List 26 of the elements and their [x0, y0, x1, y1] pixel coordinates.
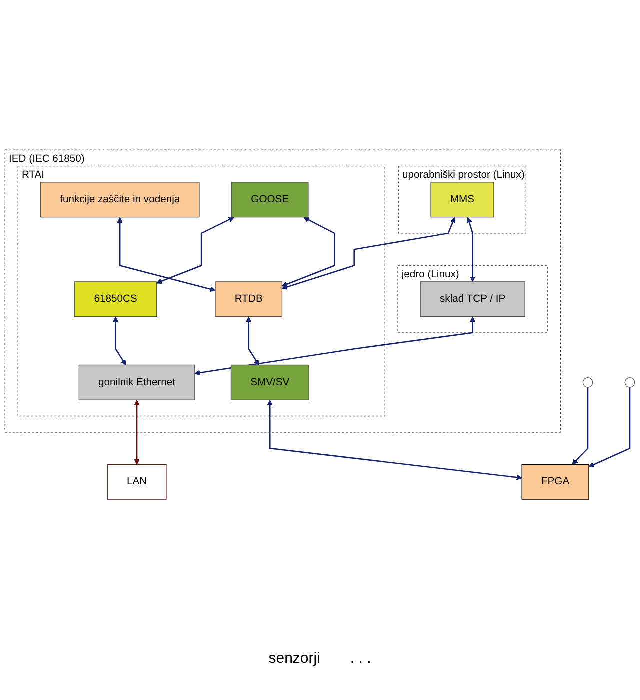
arrow: [267, 400, 522, 481]
note-text: . . .: [350, 650, 372, 667]
node-box: GOOSE: [231, 182, 309, 218]
arrow: [466, 217, 476, 282]
node-circle: [582, 378, 594, 388]
node-box: RTDB: [215, 282, 283, 318]
arrow: [112, 316, 126, 366]
arrow: [282, 217, 336, 288]
node-box: gonilnik Ethernet: [78, 365, 196, 401]
node-box: sklad TCP / IP: [420, 282, 526, 318]
node-box: SMV/SV: [230, 365, 310, 401]
arrow: [194, 316, 476, 376]
node-box: funkcije zaščite in vodenja: [40, 182, 200, 218]
node-box: 61850CS: [74, 282, 158, 318]
arrow: [246, 316, 260, 366]
arrow: [572, 388, 589, 466]
arrow: [588, 388, 631, 468]
arrow: [156, 217, 235, 284]
node-circle: [624, 378, 636, 388]
note-text: senzorji: [268, 650, 320, 667]
node-box: FPGA: [522, 464, 590, 500]
node-box: MMS: [430, 182, 494, 218]
arrow: [282, 217, 456, 290]
node-box: LAN: [107, 464, 167, 500]
arrow: [117, 217, 216, 292]
arrow: [134, 400, 140, 466]
